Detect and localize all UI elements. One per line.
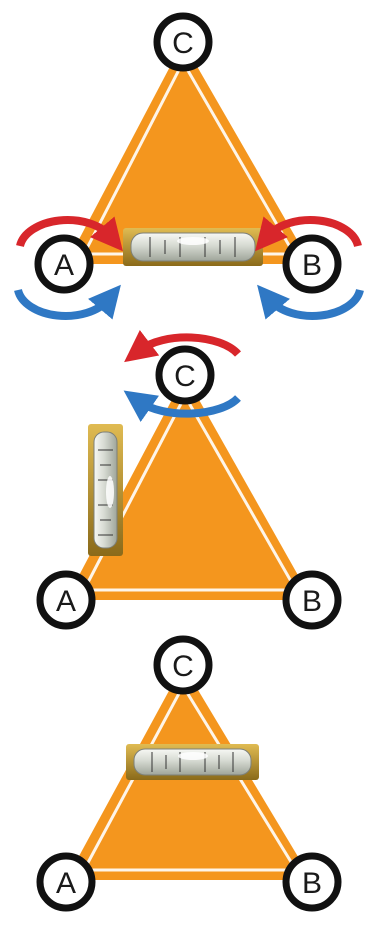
bubble-level-vertical-2: [88, 424, 123, 556]
vertex-label-a: A: [56, 867, 76, 900]
panel-1: C A B: [18, 16, 360, 316]
vertex-c-2: C: [159, 349, 211, 401]
vertex-b-2: B: [286, 574, 338, 626]
vertex-label-c: C: [174, 360, 196, 393]
bubble-level-horizontal-1: [123, 228, 263, 266]
vertex-label-c: C: [172, 27, 194, 60]
vertex-label-a: A: [54, 249, 74, 282]
vertex-b-3: B: [286, 856, 338, 908]
vertex-label-c: C: [172, 650, 194, 683]
panel-2: C A B: [40, 337, 338, 626]
vertex-label-b: B: [302, 585, 322, 618]
vertex-a-3: A: [40, 856, 92, 908]
vertex-c-3: C: [157, 639, 209, 691]
bubble-level-horizontal-3: [126, 744, 259, 780]
panel-3: C A B: [40, 639, 338, 908]
vertex-b-1: B: [286, 238, 338, 290]
vertex-c-1: C: [157, 16, 209, 68]
vertex-a-2: A: [40, 574, 92, 626]
vertex-a-1: A: [38, 238, 90, 290]
vertex-label-a: A: [56, 585, 76, 618]
vertex-label-b: B: [302, 249, 322, 282]
vertex-label-b: B: [302, 867, 322, 900]
